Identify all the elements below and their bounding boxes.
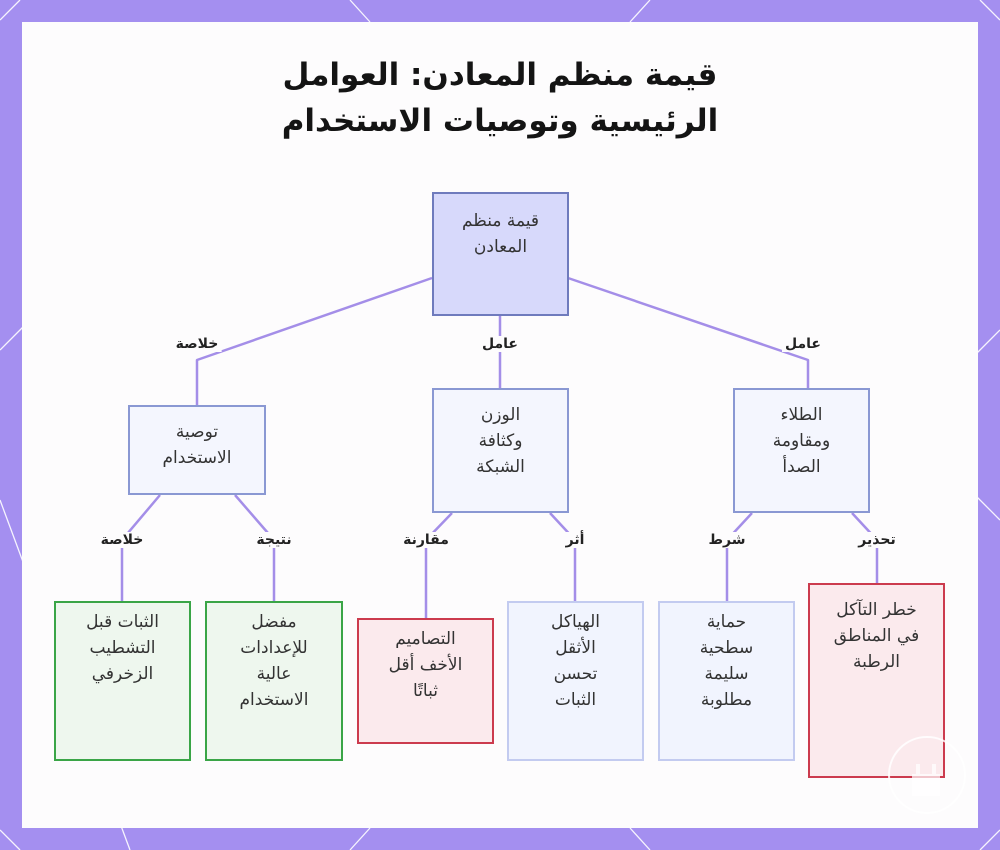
edge-coating-corrosion xyxy=(851,512,879,583)
edge-label-rec-stability: خلاصة xyxy=(97,532,147,548)
edge-label-rec-preferred: نتيجة xyxy=(253,532,295,548)
node-text-line: ومقاومة xyxy=(772,431,831,451)
node-text-line: الاستخدام xyxy=(239,690,309,710)
node-text-line: مطلوبة xyxy=(700,690,753,710)
node-text-line: ثباتًا xyxy=(413,681,438,701)
node-text-line: للإعدادات xyxy=(240,638,308,658)
node-heavy-frames: الهياكل الأثقل تحسن الثبات xyxy=(507,601,644,761)
edge-label-root-weight: عامل xyxy=(479,336,521,352)
watermark-badge-icon xyxy=(888,736,966,814)
node-text-line: الثبات xyxy=(554,690,597,710)
node-text-line: تحسن xyxy=(553,664,598,684)
node-surface-protection: حماية سطحية سليمة مطلوبة xyxy=(658,601,795,761)
edge-label-coating-corrosion: تحذير xyxy=(855,532,899,548)
edge-label-coating-surface: شرط xyxy=(705,532,749,548)
node-text-line: الأثقل xyxy=(555,638,596,658)
edge-root-coating xyxy=(567,276,810,388)
node-text-line: الزخرفي xyxy=(91,664,154,684)
node-text-line: التصاميم xyxy=(395,629,456,649)
edge-coating-surface xyxy=(725,512,753,601)
node-text-line: مفضل xyxy=(251,612,297,632)
node-text-line: وكثافة xyxy=(478,431,523,451)
title-line-2: الرئيسية وتوصيات الاستخدام xyxy=(281,103,719,139)
node-text-line: الصدأ xyxy=(782,457,821,477)
node-text-line: المعادن xyxy=(473,237,528,257)
node-text-line: الطلاء xyxy=(780,405,823,425)
node-light-designs: التصاميم الأخف أقل ثباتًا xyxy=(357,618,494,744)
node-text-line: عالية xyxy=(256,664,292,684)
node-text-line: الاستخدام xyxy=(162,448,232,468)
node-text-line: التشطيب xyxy=(89,638,156,658)
diagram-title: قيمة منظم المعادن: العوامل الرئيسية وتوص… xyxy=(0,52,1000,144)
node-text-line: الوزن xyxy=(480,405,521,425)
edge-label-root-coating: عامل xyxy=(782,336,824,352)
node-text-line: الهياكل xyxy=(550,612,601,632)
node-text-line: خطر التآكل xyxy=(836,600,917,620)
edge-weight-light xyxy=(424,512,453,618)
title-line-1: قيمة منظم المعادن: العوامل xyxy=(282,57,718,93)
node-text-line: الرطبة xyxy=(852,652,901,672)
node-weight: الوزن وكثافة الشبكة xyxy=(432,388,569,513)
edge-label-weight-light: مقارنة xyxy=(400,532,452,548)
node-text-line: حماية xyxy=(706,612,747,632)
node-text-line: سليمة xyxy=(704,664,749,684)
node-preferred-heavy-use: مفضل للإعدادات عالية الاستخدام xyxy=(205,601,343,761)
node-text-line: الثبات قبل xyxy=(86,612,159,632)
node-text-line: قيمة منظم xyxy=(461,211,540,231)
node-text-line: سطحية xyxy=(699,638,754,658)
node-text-line: الأخف أقل xyxy=(388,655,463,675)
node-coating: الطلاء ومقاومة الصدأ xyxy=(733,388,870,513)
node-text-line: توصية xyxy=(175,422,219,442)
edge-label-weight-heavy: أثر xyxy=(562,532,588,548)
edge-rec-preferred xyxy=(234,494,276,601)
node-recommendation: توصية الاستخدام xyxy=(128,405,266,495)
node-text-line: في المناطق xyxy=(833,626,920,646)
node-corrosion-risk: خطر التآكل في المناطق الرطبة xyxy=(808,583,945,778)
edge-rec-stability xyxy=(120,494,161,601)
node-root: قيمة منظم المعادن xyxy=(432,192,569,316)
node-stability-first: الثبات قبل التشطيب الزخرفي xyxy=(54,601,191,761)
edge-root-recommendation xyxy=(195,276,433,405)
edge-weight-heavy xyxy=(549,512,577,601)
node-text-line: الشبكة xyxy=(476,457,525,477)
edge-label-root-recommendation: خلاصة xyxy=(172,336,222,352)
